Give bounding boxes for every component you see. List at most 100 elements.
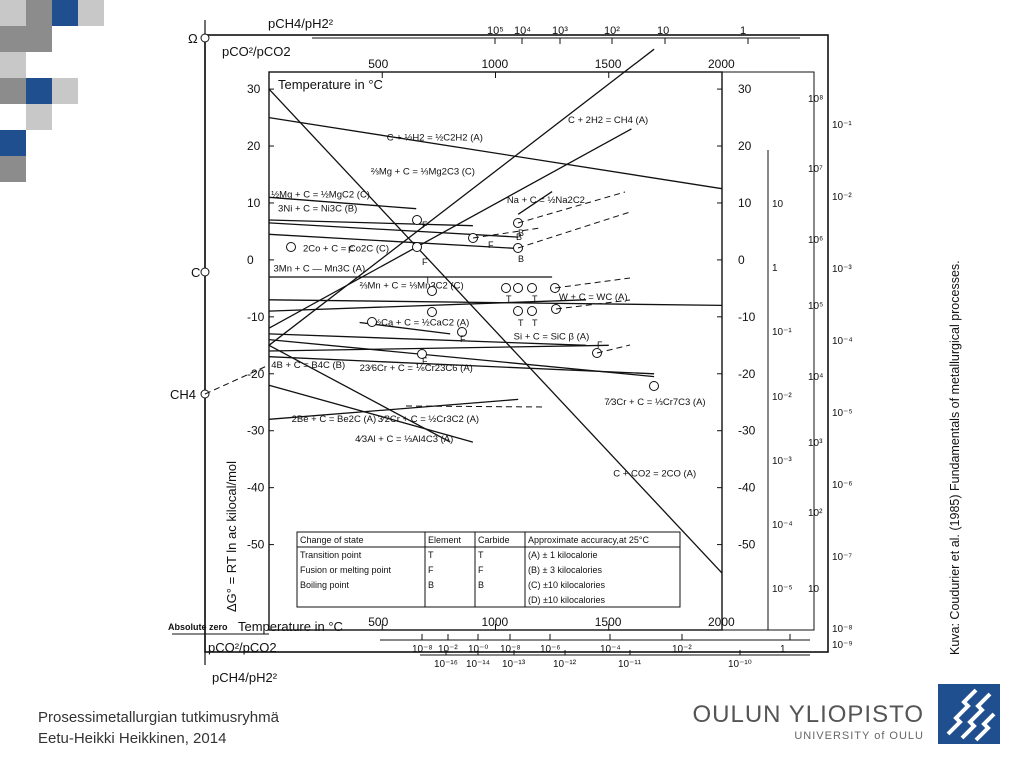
point-annotation-5: F: [488, 240, 494, 250]
series-line-17: [268, 398, 519, 420]
absolute-zero-label: Absolute zero: [168, 622, 228, 632]
series-line-0: [268, 48, 655, 346]
x-tick-label-top-2: 1500: [595, 57, 622, 71]
top-temperature-label: Temperature in °C: [278, 77, 383, 92]
legend-table-frame: [296, 531, 681, 608]
bottom-ratio1-tick-label-3: 10⁻⁸: [500, 644, 521, 655]
x-tick-label-top-1: 1000: [482, 57, 509, 71]
university-logo: [938, 684, 1000, 744]
right-scale-3-label-8: 10⁻⁹: [832, 640, 853, 651]
right-scale-1-label-0: 10: [772, 199, 784, 210]
legend-cell-0-1: T: [428, 550, 434, 560]
y-tick-label-left-4: -10: [247, 310, 265, 324]
right-scale-2-label-3: 10⁵: [808, 301, 823, 312]
top-ratio1-label: pCH4/pH2²: [268, 16, 334, 31]
series-label-2: C + ½H2 = ½C2H2 (A): [387, 132, 483, 143]
series-line-19: [268, 344, 451, 443]
legend-cell-0-3: (A) ± 1 kilocalorie: [528, 550, 597, 560]
series-line-16: [268, 338, 655, 378]
series-line-1: [268, 128, 632, 329]
legend-cell-0-2: T: [478, 550, 484, 560]
right-scale-1-label-4: 10⁻³: [772, 456, 792, 467]
credit-text: Kuva: Coudurier et al. (1985) Fundamenta…: [948, 260, 962, 655]
bottom-ratio2-tick-label-3: 10⁻¹²: [553, 659, 577, 670]
legend-header-3: Approximate accuracy,at 25°C: [528, 535, 649, 545]
legend-cell-0-0: Transition point: [300, 550, 362, 560]
right-scale-1-label-3: 10⁻²: [772, 392, 792, 403]
omega-label: Ω: [188, 31, 198, 46]
right-scale-3-label-2: 10⁻³: [832, 264, 852, 275]
y-tick-label-right-4: -10: [738, 310, 756, 324]
series-label-14: 4B + C = B4C (B): [271, 360, 345, 371]
right-scale-2-label-5: 10³: [808, 438, 823, 449]
series-line-6: [268, 219, 473, 227]
top-ratio-tick-label-3: 10²: [604, 25, 620, 37]
bottom-ratio2-tick-label-2: 10⁻¹³: [502, 659, 526, 670]
right-scale-2-label-7: 10: [808, 584, 820, 595]
series-line-14: [268, 344, 609, 352]
top-ratio-tick-label-2: 10³: [552, 25, 568, 37]
ch4-dashed-line: [204, 364, 270, 395]
series-label-16: 7⁄3Cr + C = ⅓Cr7C3 (A): [604, 397, 705, 408]
university-name-en: UNIVERSITY of OULU: [794, 730, 924, 742]
legend-cell-1-1: F: [428, 565, 434, 575]
right-scale-1-label-5: 10⁻⁴: [772, 520, 793, 531]
series-label-7: 3Ni + C = Ni3C (B): [278, 204, 357, 215]
series-label-12: ½Ca + C = ½CaC2 (A): [373, 317, 469, 328]
y-tick-label-right-2: 10: [738, 196, 752, 210]
right-scale-3-label-1: 10⁻²: [832, 192, 852, 203]
bottom-ratio1-tick-label-0: 10⁻⁸: [412, 644, 433, 655]
legend-cell-1-0: Fusion or melting point: [300, 565, 392, 575]
y-tick-label-left-8: -50: [247, 538, 265, 552]
point-annotation-4: F: [348, 245, 354, 255]
series-line-2: [268, 116, 723, 190]
right-scale-2-label-4: 10⁴: [808, 372, 823, 383]
bottom-ratio2-tick-label-1: 10⁻¹⁴: [466, 659, 490, 670]
right-scale-2-label-2: 10⁶: [808, 235, 823, 246]
research-group: Prosessimetallurgian tutkimusryhmä: [38, 709, 279, 726]
bottom-ratio1-tick-label-4: 10⁻⁶: [540, 644, 561, 655]
series-line-11: [268, 299, 587, 312]
series-label-3: C + CO2 = 2CO (A): [613, 468, 696, 479]
point-annotation-1: T: [506, 294, 512, 304]
bottom-ratio2-tick-label-4: 10⁻¹¹: [618, 659, 642, 670]
author-line: Eetu-Heikki Heikkinen, 2014: [38, 730, 227, 747]
right-scale-3-label-4: 10⁻⁵: [832, 408, 853, 419]
right-scale-2-label-0: 10⁸: [808, 94, 823, 105]
right-scale-3-label-0: 10⁻¹: [832, 120, 852, 131]
right-scale-1-label-6: 10⁻⁵: [772, 584, 793, 595]
legend-cell-2-2: B: [478, 580, 484, 590]
series-label-4: Na + C = ½Na2C2: [507, 195, 585, 206]
y-tick-label-left-5: -20: [247, 367, 265, 381]
legend-cell-1-2: F: [478, 565, 484, 575]
dashed-extensions: [405, 191, 631, 408]
series-label-0: C + 2H2 = CH4 (A): [568, 115, 648, 126]
series-line-7: [268, 222, 519, 238]
series-line-13: [268, 333, 587, 346]
point-annotation-6: F: [422, 257, 428, 267]
series-label-17: 2Be + C = Be2C (A): [292, 414, 376, 425]
series-line-5: [268, 196, 417, 210]
series-line-8: [268, 233, 519, 250]
point-annotation-10: B: [518, 254, 524, 264]
point-annotation-0: T: [425, 275, 431, 285]
point-annotation-9: B: [518, 228, 524, 238]
footer: Prosessimetallurgian tutkimusryhmä Eetu-…: [38, 707, 279, 749]
right-scale-3-label-7: 10⁻⁸: [832, 624, 853, 635]
right-scale-1-label-1: 1: [772, 263, 778, 274]
omega-point: [200, 33, 210, 43]
legend-header-0: Change of state: [300, 535, 364, 545]
legend-cell-2-3: (C) ±10 kilocalories: [528, 580, 605, 590]
top-ratio-tick-label-4: 10: [657, 25, 669, 37]
bottom-ratio1-tick-label-7: 1: [780, 644, 786, 655]
y-tick-label-right-0: 30: [738, 82, 752, 96]
top-ratio-tick-label-0: 10⁵: [487, 25, 504, 37]
bottom-ratio2-label: pCH4/pH2²: [212, 670, 278, 685]
y-tick-label-left-6: -30: [247, 424, 265, 438]
y-tick-label-left-3: 0: [247, 253, 254, 267]
university-name-fi: OULUN YLIOPISTO: [692, 701, 924, 728]
bottom-ratio2-tick-label-5: 10⁻¹⁰: [728, 659, 752, 670]
top-ratio-tick-label-1: 10⁴: [514, 25, 531, 37]
